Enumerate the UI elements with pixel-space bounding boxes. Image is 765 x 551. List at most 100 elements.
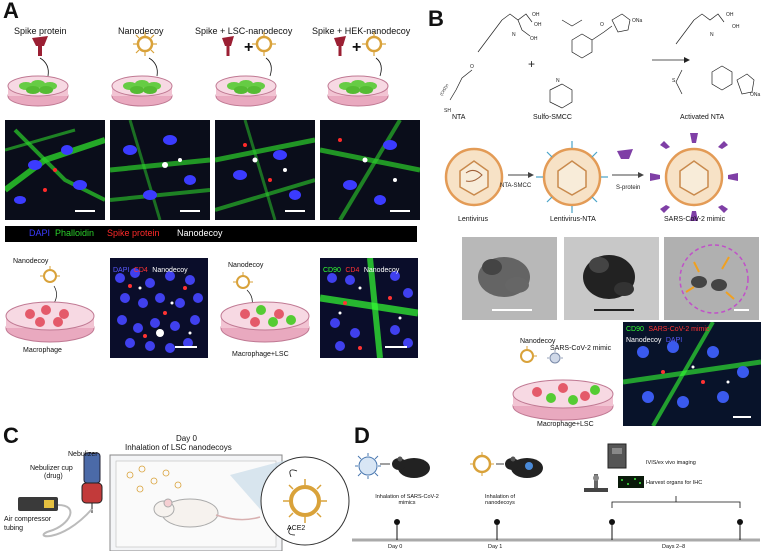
scale-bar <box>75 210 95 212</box>
petri-dish <box>215 75 277 107</box>
lentivirus-icon <box>444 147 504 207</box>
nanodecoy-label: Nanodecoy <box>228 262 264 269</box>
stain-cd90: CD90 <box>323 267 341 274</box>
sars-cov-2-mimic-icon <box>650 133 738 221</box>
mimic-label: SARS-CoV-2 mimic <box>550 345 612 352</box>
spike-protein-icon <box>32 36 49 77</box>
legend-spike-protein: Spike protein <box>107 228 160 238</box>
nta-label: NTA <box>452 114 466 121</box>
nanodecoy-ace2-icon <box>283 469 327 536</box>
activated-nta-label: Activated NTA <box>680 114 725 121</box>
macrophage-lsc-label: Macrophage+LSC <box>232 351 289 358</box>
condition-label: Spike + HEK-nanodecoy <box>312 26 411 36</box>
chem-o: O <box>470 64 474 70</box>
scale-bar <box>390 210 410 212</box>
channel-legend-bar: DAPI Phalloidin Spike protein Nanodecoy <box>5 226 417 242</box>
legend-phalloidin: Phalloidin <box>55 228 95 238</box>
chem-na: ONa <box>632 18 643 24</box>
mouse-icon <box>505 456 543 478</box>
tem-lentivirus <box>462 237 557 320</box>
stain-label-row: CD90 CD4 Nanodecoy <box>323 259 399 277</box>
dish-illustrations: + + <box>7 32 389 107</box>
macrophage-lsc-dish-b <box>512 346 614 421</box>
chem-ch2: (CH2)n <box>439 83 450 97</box>
petri-dish <box>7 75 69 107</box>
stain-nanodecoy: Nanodecoy <box>363 267 400 274</box>
stain-dapi: DAPI <box>665 337 683 344</box>
arrow-label: S-protein <box>616 185 640 191</box>
spike-protein-icon <box>222 36 234 56</box>
scale-bar <box>385 346 407 348</box>
nebulizer-cup-drug: (drug) <box>44 473 63 480</box>
air-compressor-icon <box>18 497 58 511</box>
sars-virus-icon <box>355 453 381 479</box>
event-label: Inhalation of SARS-CoV-2 mimics <box>375 494 439 506</box>
tem-lentivirus-nta <box>564 237 659 320</box>
stain-cd4: CD4 <box>133 267 148 274</box>
inhalation-setup <box>18 452 350 551</box>
chem-oh: OH <box>726 12 734 18</box>
chem-n: N <box>512 32 516 38</box>
inhalation-title: Inhalation of LSC nanodecoys <box>125 443 232 452</box>
nebulizer-cup-label: Nebulizer cup <box>30 465 73 472</box>
petri-dish <box>111 75 173 107</box>
bracket <box>611 501 741 508</box>
condition-label: Spike + LSC-nanodecoy <box>195 26 293 36</box>
s-protein-icon <box>617 149 633 159</box>
chem-na: ONa <box>750 92 761 98</box>
tubing-label: tubing <box>4 525 24 532</box>
plus-sign: + <box>352 39 361 56</box>
nta-structure <box>449 13 533 101</box>
panel-c-label: C <box>3 423 19 448</box>
chem-oh: OH <box>732 24 740 30</box>
activated-nta-structure <box>675 13 755 95</box>
petri-dish <box>512 379 614 421</box>
event-label: Inhalation of nanodecoys <box>485 494 515 506</box>
nanodecoy-icon <box>470 452 494 476</box>
scale-bar <box>285 210 305 212</box>
lentivirus-nta-icon <box>536 141 608 213</box>
scale-bar <box>175 346 197 348</box>
nebulizer-label: Nebulizer <box>68 451 98 458</box>
condition-label: Nanodecoy <box>118 26 164 36</box>
nanodecoy-label: Nanodecoy <box>13 258 49 265</box>
sars-cov-2-mimic-label: SARS-CoV-2 mimic <box>664 216 726 223</box>
nanodecoy-icon <box>362 32 386 77</box>
virus-process: NTA-SMCC S-protein <box>444 133 738 221</box>
stain-nanodecoy: Nanodecoy <box>626 337 662 344</box>
micrograph-nanodecoy <box>110 120 210 220</box>
nanodecoy-icon <box>40 266 60 307</box>
imaging-label: IVIS/ex vivo imaging <box>646 460 696 466</box>
day-label: Day 1 <box>488 544 503 550</box>
chem-n: N <box>556 78 560 84</box>
micrograph-spike <box>5 120 105 220</box>
sars-cov-2-mimic-icon <box>547 350 563 364</box>
petri-dish <box>220 301 310 343</box>
ivis-imager-icon <box>607 443 627 469</box>
legend-nanodecoy: Nanodecoy <box>177 228 223 238</box>
scale-bar <box>733 416 751 418</box>
stain-nanodecoy: Nanodecoy <box>152 267 188 274</box>
plus-sign: + <box>528 57 535 71</box>
panel-a-label: A <box>3 0 19 23</box>
nebulizer-icon <box>81 452 103 513</box>
sulfo-smcc-label: Sulfo-SMCC <box>533 114 572 121</box>
scale-bar <box>594 309 634 311</box>
macrophage-lsc-label: Macrophage+LSC <box>537 421 594 428</box>
nanodecoy-icon <box>133 32 158 77</box>
day-range-label: Days 2–8 <box>662 544 686 550</box>
macrophage-lsc-dish <box>220 272 310 343</box>
legend-dapi: DAPI <box>29 228 51 238</box>
harvest-label: Harvest organs for IHC <box>646 480 703 486</box>
scale-bar <box>180 210 200 212</box>
ace2-label: ACE2 <box>287 525 306 532</box>
condition-label: Spike protein <box>14 26 67 36</box>
arrow-label: NTA-SMCC <box>500 183 532 189</box>
stain-label-row: DAPI CD4 Nanodecoy <box>113 259 188 277</box>
spike-protein-icon <box>334 36 346 56</box>
timeline <box>352 443 760 542</box>
chem-oh: OH <box>530 36 538 42</box>
nanodecoy-icon <box>252 32 276 77</box>
sulfo-smcc-structure <box>549 13 631 109</box>
nanodecoy-icon <box>520 346 537 363</box>
